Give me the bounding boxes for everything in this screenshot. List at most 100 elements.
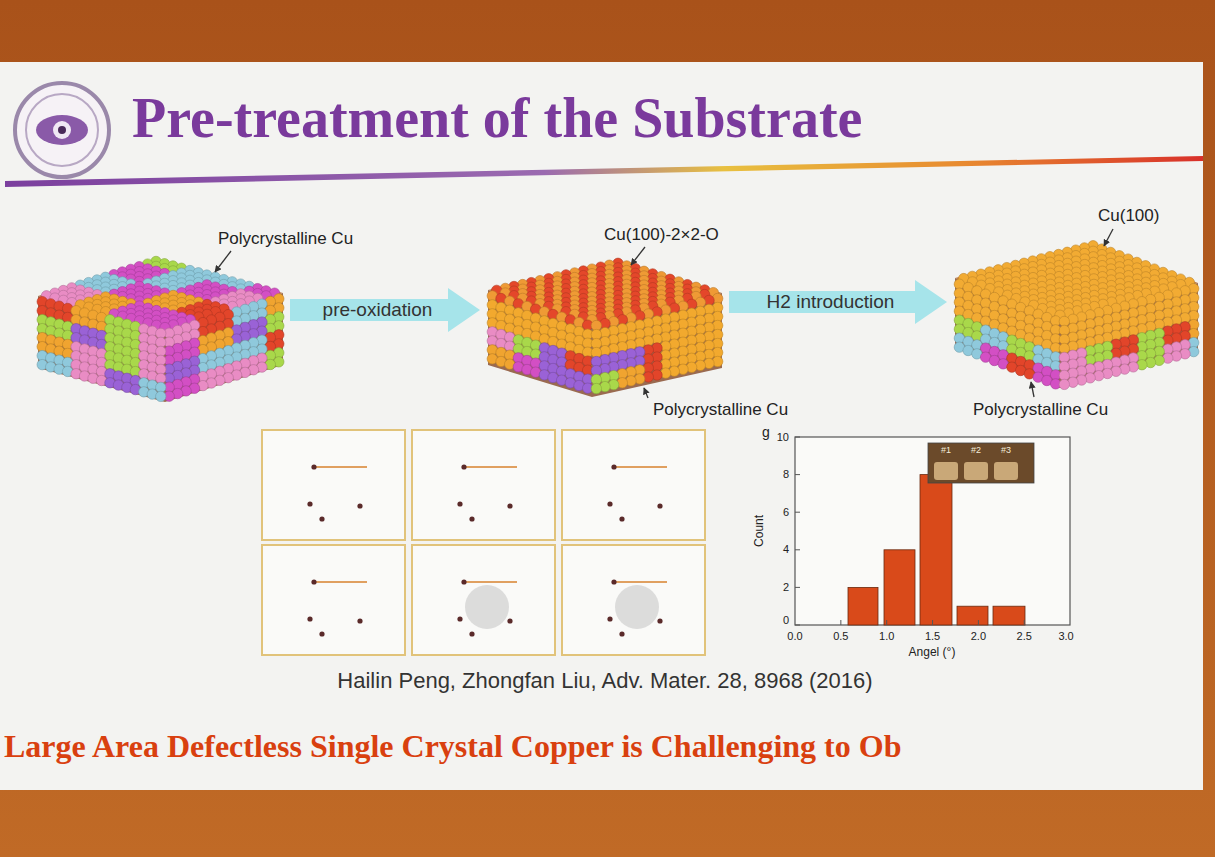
copper-atom [156,346,166,356]
copper-atom [1106,258,1116,268]
copper-atom [617,342,627,352]
copper-atom [37,323,47,333]
copper-atom [984,267,994,277]
copper-atom [1154,310,1164,320]
copper-atom [643,309,653,319]
copper-atom [699,285,709,295]
leader-line [1104,229,1113,246]
copper-atom [1094,307,1104,317]
copper-atom [587,273,597,283]
copper-atom [265,359,275,369]
axis-tick [978,620,979,625]
copper-atom [574,380,584,390]
copper-atom [967,271,977,281]
copper-atom [678,310,688,320]
copper-atom [1111,312,1121,322]
copper-atom [1076,321,1086,331]
copper-atom [656,294,666,304]
copper-atom [168,271,178,281]
copper-atom [88,328,98,338]
copper-atom [265,323,275,333]
copper-atom [134,281,144,291]
copper-atom [621,293,631,303]
inset-photo [928,443,1034,483]
copper-atom [240,340,250,350]
copper-atom [130,366,140,376]
copper-atom [656,276,666,286]
copper-atom [206,342,216,352]
copper-atom [181,323,191,333]
copper-atom [193,277,203,287]
copper-atom [712,347,722,357]
copper-atom [569,305,579,315]
copper-atom [1106,275,1116,285]
copper-atom [496,338,506,348]
copper-atom [143,298,153,308]
copper-atom [1097,283,1107,293]
copper-atom [185,285,195,295]
copper-atom [1094,361,1104,371]
copper-atom [105,378,115,388]
copper-atom [678,319,688,329]
copper-atom [972,322,982,332]
copper-atom [1045,274,1055,284]
copper-atom [1124,293,1134,303]
histogram-bar [884,550,915,625]
copper-atom [487,291,497,301]
copper-atom [206,315,216,325]
copper-atom [626,349,636,359]
copper-atom [582,347,592,357]
copper-atom [37,305,47,315]
copper-atom [1167,271,1177,281]
copper-atom [164,382,174,392]
copper-atom [509,286,519,296]
copper-atom [1188,283,1198,293]
copper-atom [608,361,618,371]
copper-atom [574,353,584,363]
copper-atom [574,335,584,345]
copper-atom [206,324,216,334]
copper-atom [504,305,514,315]
copper-atom [215,330,225,340]
copper-atom [1149,269,1159,279]
copper-atom [1089,290,1099,300]
copper-atom [1080,276,1090,286]
copper-atom [1036,265,1046,275]
copper-atom [621,288,631,298]
copper-atom [643,318,653,328]
copper-atom [1137,306,1147,316]
scale-bar [464,466,517,468]
copper-atom [582,338,592,348]
copper-atom [1028,267,1038,277]
copper-atom [1080,281,1090,291]
copper-atom [504,332,514,342]
copper-atom [1062,264,1072,274]
copper-atom [236,299,246,309]
copper-atom [160,313,170,323]
copper-atom [1080,292,1090,302]
copper-atom [656,285,666,295]
copper-atom [487,309,497,319]
copper-atom [1180,340,1190,350]
copper-atom [1111,321,1121,331]
copper-atom [578,303,588,313]
copper-atom [181,368,191,378]
copper-atom [160,288,170,298]
copper-atom [634,338,644,348]
scale-bar [314,581,367,583]
copper-atom [556,321,566,331]
copper-atom [1089,274,1099,284]
copper-atom [1158,284,1168,294]
copper-atom [972,313,982,323]
copper-atom [109,304,119,314]
copper-atom [54,301,64,311]
copper-atom [565,324,575,334]
copper-atom [274,357,284,367]
copper-atom [274,348,284,358]
copper-atom [160,308,170,318]
copper-atom [600,327,610,337]
copper-atom [1063,291,1073,301]
copper-atom [639,280,649,290]
copper-atom [954,279,964,289]
copper-atom [265,314,275,324]
